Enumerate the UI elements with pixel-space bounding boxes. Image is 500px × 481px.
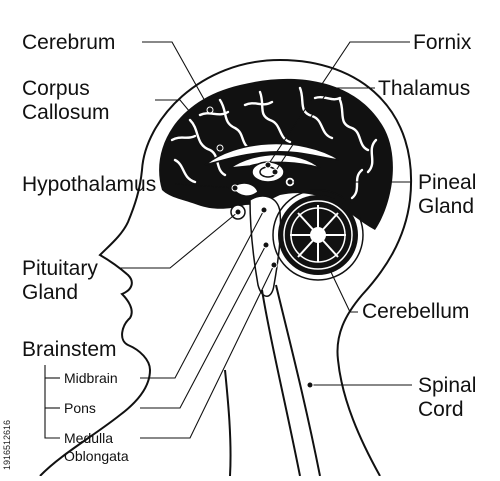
label-corpus-callosum-1: Corpus [22,77,90,100]
cerebrum-gyri [170,86,378,200]
neck-outline [224,369,232,477]
label-pineal-2: Gland [418,195,474,218]
label-brainstem: Brainstem [22,338,117,361]
head-outline [39,58,413,477]
corpus-callosum-shape [204,142,341,166]
label-spinal-2: Cord [418,398,464,421]
label-pineal-1: Pineal [418,171,476,194]
label-medulla-2: Oblongata [64,448,129,464]
label-midbrain: Midbrain [64,370,118,386]
label-hypothalamus: Hypothalamus [22,173,156,196]
label-medulla-1: Medulla [64,430,113,446]
label-pituitary-1: Pituitary [22,257,98,280]
spinal-cord-shape-2 [275,284,321,477]
label-pituitary-2: Gland [22,281,78,304]
label-spinal-1: Spinal [418,374,476,397]
label-pons: Pons [64,400,96,416]
hypothalamus-shape [230,182,259,197]
label-cerebellum: Cerebellum [362,300,469,323]
label-thalamus: Thalamus [378,77,470,100]
label-fornix: Fornix [413,31,472,54]
label-cerebrum: Cerebrum [22,31,115,54]
stock-id: 1916512616 [2,420,12,470]
cerebellum-shape [278,195,358,275]
cerebellum-outer [272,189,364,281]
label-corpus-callosum-2: Callosum [22,101,110,124]
spinal-cord-shape [261,289,301,477]
leader-lines [44,41,412,439]
